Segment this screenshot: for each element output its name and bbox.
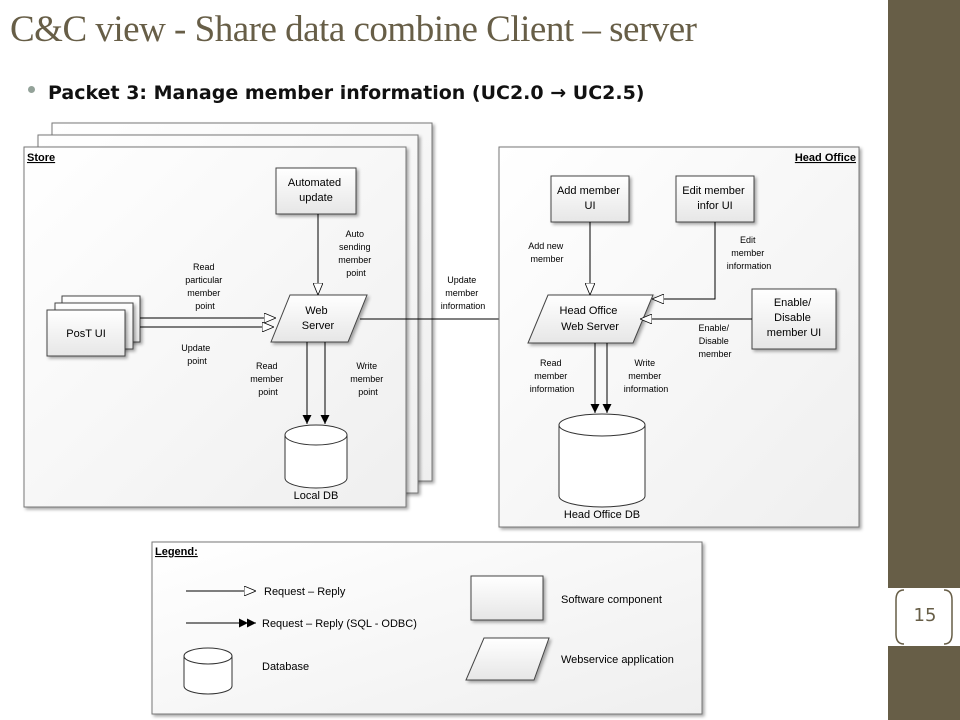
svg-text:Edit member infor UI: Edit member infor UI	[682, 185, 747, 212]
legend-software-component: Software component	[561, 594, 662, 606]
svg-text:Head Office Web Server: Head Office Web Server	[560, 305, 621, 333]
add-member-ui-box: Add member UI	[550, 175, 630, 223]
write-member-information-label: Write member information	[624, 358, 669, 394]
ho-web-server-box: Head Office Web Server	[527, 294, 654, 344]
svg-text:Automated update: Automated update	[288, 177, 344, 204]
auto-sending-label: Auto sending member point	[338, 229, 374, 278]
legend-database-icon	[183, 647, 233, 695]
svg-text:Add member UI: Add member UI	[557, 185, 623, 212]
read-member-information-label: Read member information	[530, 358, 575, 394]
bullet-icon	[28, 86, 35, 93]
edit-member-information-arrow	[652, 222, 716, 299]
svg-text:Head Office DB: Head Office DB	[564, 509, 640, 521]
read-particular-label: Read particular member point	[185, 262, 225, 311]
legend-webservice-application: Webservice application	[561, 654, 674, 666]
automated-update-box: Automated update	[275, 167, 357, 215]
page-number: 15	[913, 604, 937, 626]
read-member-point-label: Read member point	[250, 361, 286, 397]
local-db-cylinder: Local DB	[284, 424, 348, 502]
update-point-label: Update point	[181, 343, 213, 366]
legend-title: Legend:	[155, 546, 198, 558]
slide-title: C&C view - Share data combine Client – s…	[10, 9, 697, 50]
store-label: Store	[27, 152, 55, 164]
svg-text:Head Office: Head Office	[795, 152, 856, 164]
web-server-box: Web Server	[270, 294, 368, 343]
legend-database: Database	[262, 661, 309, 673]
legend-software-component-icon	[470, 575, 544, 621]
update-member-information-label: Update member information	[441, 275, 486, 311]
enable-disable-member-label: Enable/ Disable member	[698, 323, 731, 359]
svg-text:Enable/ Disable: Enable/ Disable member UI	[767, 297, 821, 339]
legend-webservice-icon	[465, 637, 550, 681]
edit-member-ui-box: Edit member infor UI	[675, 175, 755, 223]
write-member-point-label: Write member point	[350, 361, 386, 397]
legend-request-reply: Request – Reply	[264, 586, 346, 598]
svg-text:Local DB: Local DB	[294, 490, 339, 502]
svg-text:PosT UI: PosT UI	[66, 328, 106, 340]
head-office-db-cylinder: Head Office DB	[558, 413, 646, 521]
edit-member-information-label: Edit member information	[727, 235, 772, 271]
bullet-text: Packet 3: Manage member information (UC2…	[48, 82, 645, 104]
svg-text:Web Server: Web Server	[302, 305, 335, 332]
legend-request-reply-sql: Request – Reply (SQL - ODBC)	[262, 618, 417, 630]
architecture-diagram: Store Automated update PosT UI Web Serve…	[23, 122, 860, 715]
add-new-member-label: Add new member	[528, 241, 566, 264]
enable-disable-ui-box: Enable/ Disable member UI	[751, 288, 837, 350]
legend-panel: Legend: Request – Reply Request – Reply …	[151, 541, 703, 715]
slide: C&C view - Share data combine Client – s…	[10, 9, 860, 715]
post-ui-box: PosT UI	[46, 295, 141, 357]
page-number-brackets-icon	[895, 589, 953, 645]
page-number-background	[888, 588, 960, 646]
